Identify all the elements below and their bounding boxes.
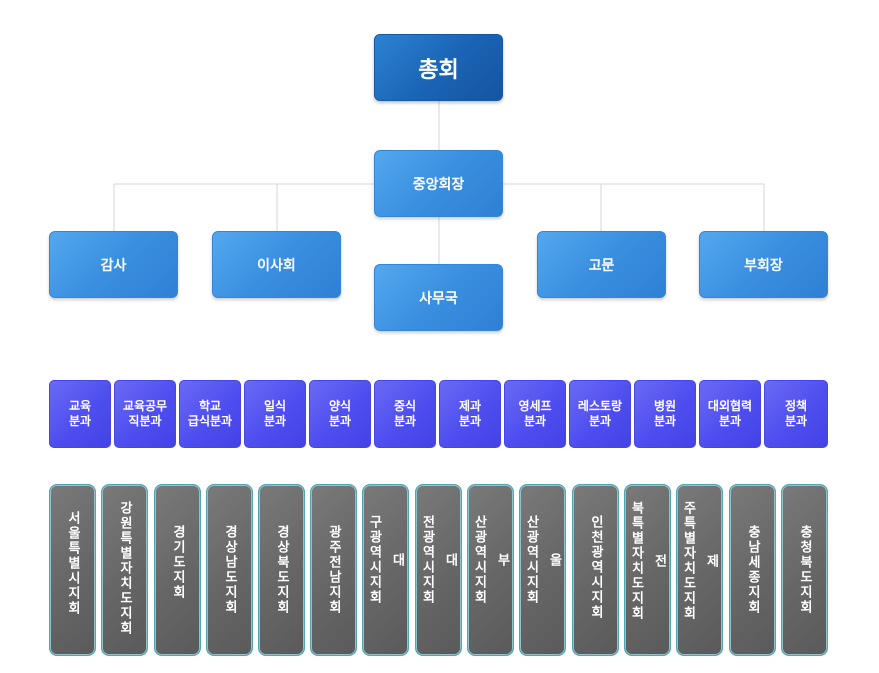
division-label: 분과 xyxy=(653,414,677,428)
division-label: 분과 xyxy=(328,414,352,428)
division-label: 중식 xyxy=(393,399,417,413)
branch-box: 인천광역시지회 xyxy=(572,484,619,656)
branch-label: 전광역시지회 xyxy=(419,515,435,605)
branch-label: 산광역시지회 xyxy=(523,515,539,605)
division-label: 학교 xyxy=(198,399,222,413)
division-label: 급식분과 xyxy=(187,414,233,428)
division-label: 분과 xyxy=(718,414,742,428)
branch-box: 제 주특별자치도지회 xyxy=(676,484,723,656)
division-label: 분과 xyxy=(588,414,612,428)
branch-box: 서울특별시지회 xyxy=(49,484,96,656)
branch-label: 인천광역시지회 xyxy=(588,515,603,620)
general-assembly-label: 총회 xyxy=(418,57,459,83)
vice-president-box: 부회장 xyxy=(699,231,828,298)
board-label: 이사회 xyxy=(257,257,296,274)
branch-label: 경상북도지회 xyxy=(274,525,289,615)
division-label: 일식 xyxy=(263,399,287,413)
branch-box: 경기도지회 xyxy=(154,484,201,656)
division-label: 분과 xyxy=(523,414,547,428)
central-president-label: 중앙회장 xyxy=(412,176,465,193)
branch-box: 대 구광역시지회 xyxy=(362,484,409,656)
division-label: 분과 xyxy=(68,414,92,428)
division-label: 영세프 xyxy=(518,399,552,413)
branch-label: 충남세종지회 xyxy=(745,525,760,615)
branch-box: 대 전광역시지회 xyxy=(415,484,462,656)
branch-label: 제 xyxy=(703,553,719,569)
division-label: 양식 xyxy=(328,399,352,413)
branch-label: 구광역시지회 xyxy=(366,515,382,605)
branch-label: 울 xyxy=(546,552,562,568)
branch-label: 강원특별자치도지회 xyxy=(117,501,132,636)
branch-box: 경상남도지회 xyxy=(206,484,253,656)
vice-president-label: 부회장 xyxy=(744,257,783,274)
division-label: 분과 xyxy=(263,414,287,428)
advisor-box: 고문 xyxy=(537,231,666,298)
branch-label: 전 xyxy=(651,553,667,569)
branch-box: 충청북도지회 xyxy=(781,484,828,656)
secretariat-box: 사무국 xyxy=(374,264,503,331)
division-label: 분과 xyxy=(458,414,482,428)
branch-box: 충남세종지회 xyxy=(729,484,776,656)
division-label: 병원 xyxy=(653,399,677,413)
branch-label: 북특별자치도지회 xyxy=(628,501,644,621)
branch-box: 강원특별자치도지회 xyxy=(101,484,148,656)
branch-label: 충청북도지회 xyxy=(797,525,812,615)
secretariat-label: 사무국 xyxy=(419,290,458,307)
branch-box: 광주전남지회 xyxy=(310,484,357,656)
branch-box: 경상북도지회 xyxy=(258,484,305,656)
division-label: 제과 xyxy=(458,399,482,413)
branch-label: 대 xyxy=(389,552,405,568)
auditor-box: 감사 xyxy=(49,231,178,298)
auditor-label: 감사 xyxy=(100,257,127,274)
branch-label: 서울특별시지회 xyxy=(65,511,80,616)
branch-label: 경기도지회 xyxy=(170,525,185,600)
branch-box: 부 산광역시지회 xyxy=(467,484,514,656)
branch-label: 주특별자치도지회 xyxy=(680,501,696,621)
central-president-box: 중앙회장 xyxy=(374,150,503,217)
branch-box: 전 북특별자치도지회 xyxy=(624,484,671,656)
advisor-label: 고문 xyxy=(588,257,615,274)
division-label: 대외협력 xyxy=(707,399,753,413)
general-assembly-box: 총회 xyxy=(374,34,503,101)
division-label: 교육 xyxy=(68,399,92,413)
branch-label: 산광역시지회 xyxy=(471,515,487,605)
board-box: 이사회 xyxy=(212,231,341,298)
branch-label: 광주전남지회 xyxy=(326,525,341,615)
division-label: 분과 xyxy=(784,414,808,428)
division-label: 교육공무 xyxy=(122,399,168,413)
division-label: 레스토랑 xyxy=(577,399,623,413)
division-label: 직분과 xyxy=(128,414,162,428)
division-label: 정책 xyxy=(784,399,808,413)
branch-box: 울 산광역시지회 xyxy=(519,484,566,656)
branch-label: 대 xyxy=(442,552,458,568)
branch-label: 부 xyxy=(494,552,510,568)
branch-label: 경상남도지회 xyxy=(222,525,237,615)
division-label: 분과 xyxy=(393,414,417,428)
